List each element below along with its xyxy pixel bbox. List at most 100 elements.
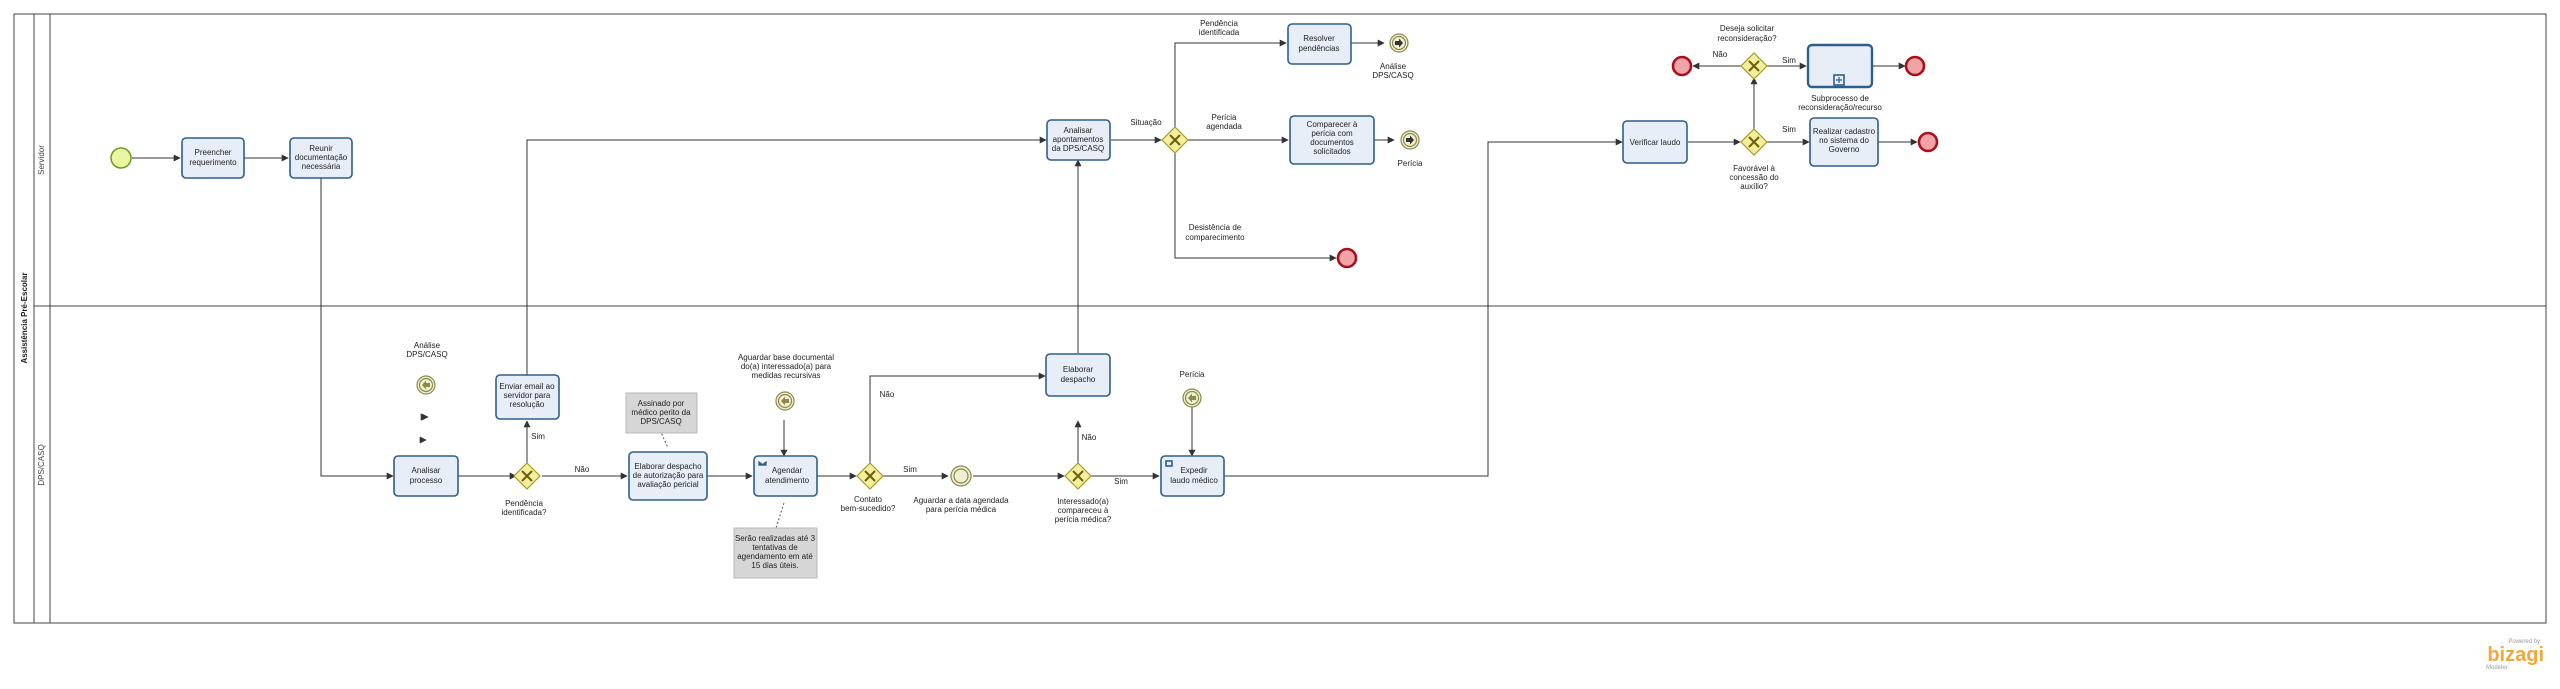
- task-label-line: pendências: [1299, 44, 1340, 53]
- event-label: do(a) interessado(a) para: [741, 362, 832, 371]
- task-label-line: Reunir: [309, 144, 333, 153]
- task-verificar-laudo[interactable]: Verificar laudo: [1622, 120, 1688, 164]
- task-label-line: laudo médico: [1170, 476, 1218, 485]
- flow-label: Não: [575, 465, 590, 474]
- lane-title-dps: DPS/CASQ: [37, 444, 46, 485]
- task-label-line: Analisar: [1064, 126, 1093, 135]
- annotation-line: médico perito da: [631, 408, 691, 417]
- flow-label: agendada: [1206, 122, 1242, 131]
- end-event-desistencia: [1336, 247, 1358, 269]
- annotation-line: agendamento em até: [737, 552, 813, 561]
- task-label-line: requerimento: [189, 158, 237, 167]
- gateway-label: Deseja solicitar: [1720, 24, 1775, 33]
- event-label: DPS/CASQ: [406, 350, 447, 359]
- link-arrow-icon: [422, 380, 430, 390]
- link-arrow-icon: [781, 396, 789, 406]
- flow-label: identificada: [1199, 28, 1240, 37]
- end-event-subprocesso: [1904, 55, 1926, 77]
- gateway-label: bem-sucedido?: [841, 504, 896, 513]
- bizagi-branding: Powered by bizagi Modeler: [2486, 639, 2544, 671]
- task-label-line: servidor para: [504, 391, 551, 400]
- task-label-line: Governo: [1829, 145, 1860, 154]
- task-label-line: Verificar laudo: [1630, 138, 1681, 147]
- task-label-line: documentação: [295, 153, 348, 162]
- branding-powered: Powered by: [2508, 639, 2540, 645]
- flow-label: comparecimento: [1185, 233, 1245, 242]
- gateway-label: identificada?: [502, 508, 547, 517]
- branding-product: Modeler: [2486, 665, 2508, 671]
- flow-label: Não: [1082, 433, 1097, 442]
- event-label: Perícia: [1180, 370, 1205, 379]
- link-arrow-icon: [1188, 393, 1196, 403]
- gateway-situacao: Situação: [1130, 118, 1189, 154]
- annotation-line: Serão realizadas até 3: [735, 534, 816, 543]
- event-label: Aguardar base documental: [738, 353, 834, 362]
- task-label-line: resolução: [510, 400, 545, 409]
- flow-label: Sim: [903, 465, 917, 474]
- end-event-nao-reconsidera: [1671, 55, 1693, 77]
- task-label-line: de autorização para: [633, 471, 704, 480]
- task-label-line: da DPS/CASQ: [1052, 144, 1104, 153]
- link-event-pericia-bottom: Perícia: [1180, 370, 1205, 408]
- event-label: Análise: [414, 341, 441, 350]
- task-label-line: Agendar: [772, 466, 803, 475]
- flow-label: Sim: [1782, 56, 1796, 65]
- event-label: Perícia: [1398, 159, 1423, 168]
- gateway-label: Interessado(a): [1057, 497, 1109, 506]
- flow-label: Não: [880, 390, 895, 399]
- task-label-line: Realizar cadastro: [1813, 127, 1876, 136]
- pool-title: Assistência Pré-Escolar: [20, 272, 29, 363]
- task-label-line: Enviar email ao: [499, 382, 555, 391]
- flow-label: Sim: [1782, 125, 1796, 134]
- start-event: [110, 147, 132, 169]
- envelope-icon: [757, 459, 768, 467]
- task-label-line: avaliação pericial: [637, 480, 699, 489]
- sequence-flows: [132, 39, 1918, 480]
- end-event-cadastro: [1917, 131, 1939, 153]
- task-label-line: apontamentos: [1053, 135, 1104, 144]
- link-event-pericia-top: Perícia: [1398, 130, 1423, 168]
- annotation-line: Assinado por: [638, 399, 685, 408]
- task-label-line: Resolver: [1303, 34, 1335, 43]
- task-label-line: perícia com: [1311, 129, 1353, 138]
- flow-label: Perícia: [1212, 113, 1237, 122]
- flow-label: Desistência de: [1189, 223, 1242, 232]
- task-label-line: processo: [410, 476, 443, 485]
